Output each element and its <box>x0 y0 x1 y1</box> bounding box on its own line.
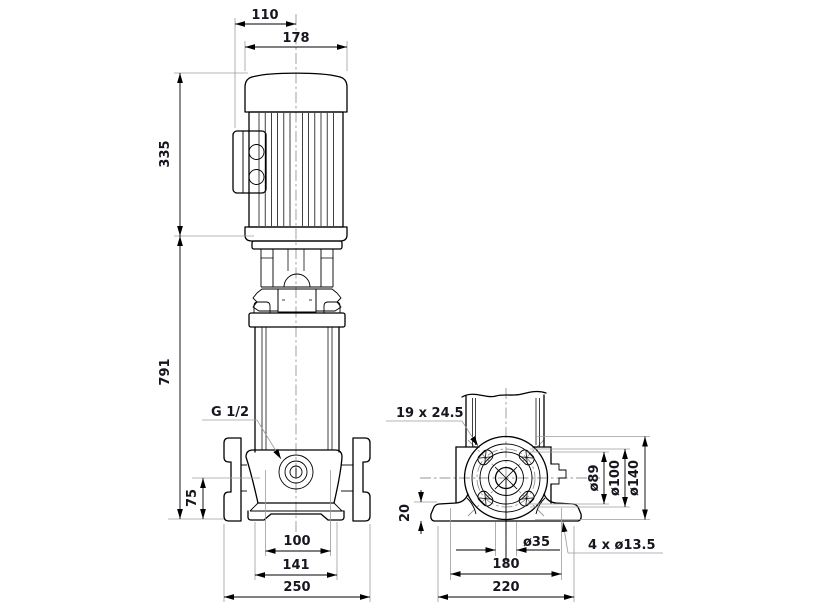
side-view <box>420 388 600 566</box>
dim-label-178: 178 <box>282 31 309 46</box>
coupling-guard <box>277 288 317 313</box>
dimensions-side: 19 x 24.5 ø89 ø100 ø140 20 <box>386 406 663 602</box>
dim-base-mid-width: 141 <box>254 522 338 580</box>
cable-entry-1 <box>248 144 265 160</box>
dim-label-180: 180 <box>492 557 519 572</box>
dim-label-110: 110 <box>251 8 278 23</box>
coupling-clamp-left <box>252 288 279 312</box>
dim-label-250: 250 <box>283 580 310 595</box>
terminal-box <box>232 130 267 194</box>
dim-foot-hole-spacing: 180 <box>450 508 562 580</box>
column-broken <box>461 390 547 448</box>
dim-box-to-center: 110 <box>234 8 296 128</box>
coupling-clamp-right <box>315 288 342 312</box>
dim-label-20: 20 <box>398 504 413 522</box>
gauge-port-text: G 1/2 <box>211 405 249 420</box>
dim-label-d100: ø100 <box>608 460 623 496</box>
dim-motor-width: 178 <box>244 31 348 71</box>
dim-dia-35: ø35 <box>456 522 560 556</box>
coupling-and-head <box>248 240 346 328</box>
dim-dia-89: ø89 <box>525 451 609 505</box>
dim-foot-width: 220 <box>437 526 575 602</box>
flange-slot-text: 19 x 24.5 <box>396 406 464 421</box>
dim-motor-height: 335 <box>158 72 254 237</box>
front-view <box>223 14 371 532</box>
dim-label-791: 791 <box>158 358 173 385</box>
dim-label-220: 220 <box>492 580 519 595</box>
dim-port-height: 75 <box>185 477 260 519</box>
plug-boss-side <box>551 463 567 485</box>
gauge-plug <box>278 454 314 490</box>
dim-label-75: 75 <box>185 489 200 507</box>
flange-left <box>223 437 242 522</box>
flange-slots <box>477 449 535 507</box>
flange-right <box>352 437 371 522</box>
label-flange-slot: 19 x 24.5 <box>386 406 479 447</box>
cable-entry-2 <box>248 169 265 185</box>
dim-pump-height: 791 <box>158 236 224 520</box>
dim-dia-140: ø140 <box>535 436 650 520</box>
dim-port-to-port: 250 <box>223 524 371 602</box>
dim-base-inner-width: 100 <box>265 470 331 556</box>
dim-label-d89: ø89 <box>587 464 602 491</box>
dim-foot-height: 20 <box>398 490 437 534</box>
label-bolt-holes: 4 x ø13.5 <box>561 521 663 554</box>
dim-label-d35: ø35 <box>523 535 550 550</box>
dim-label-141: 141 <box>282 558 309 573</box>
motor <box>232 72 348 242</box>
dimensions-front: 110 178 335 791 75 100 <box>158 8 371 602</box>
chamber-sleeve <box>254 326 340 453</box>
dim-label-335: 335 <box>158 140 173 167</box>
bolt-holes-text: 4 x ø13.5 <box>588 538 656 553</box>
dim-dia-100: ø100 <box>530 448 630 508</box>
pump-base <box>223 437 371 522</box>
dim-label-100: 100 <box>283 534 310 549</box>
label-gauge-port: G 1/2 <box>202 405 282 460</box>
dim-label-d140: ø140 <box>627 460 642 496</box>
